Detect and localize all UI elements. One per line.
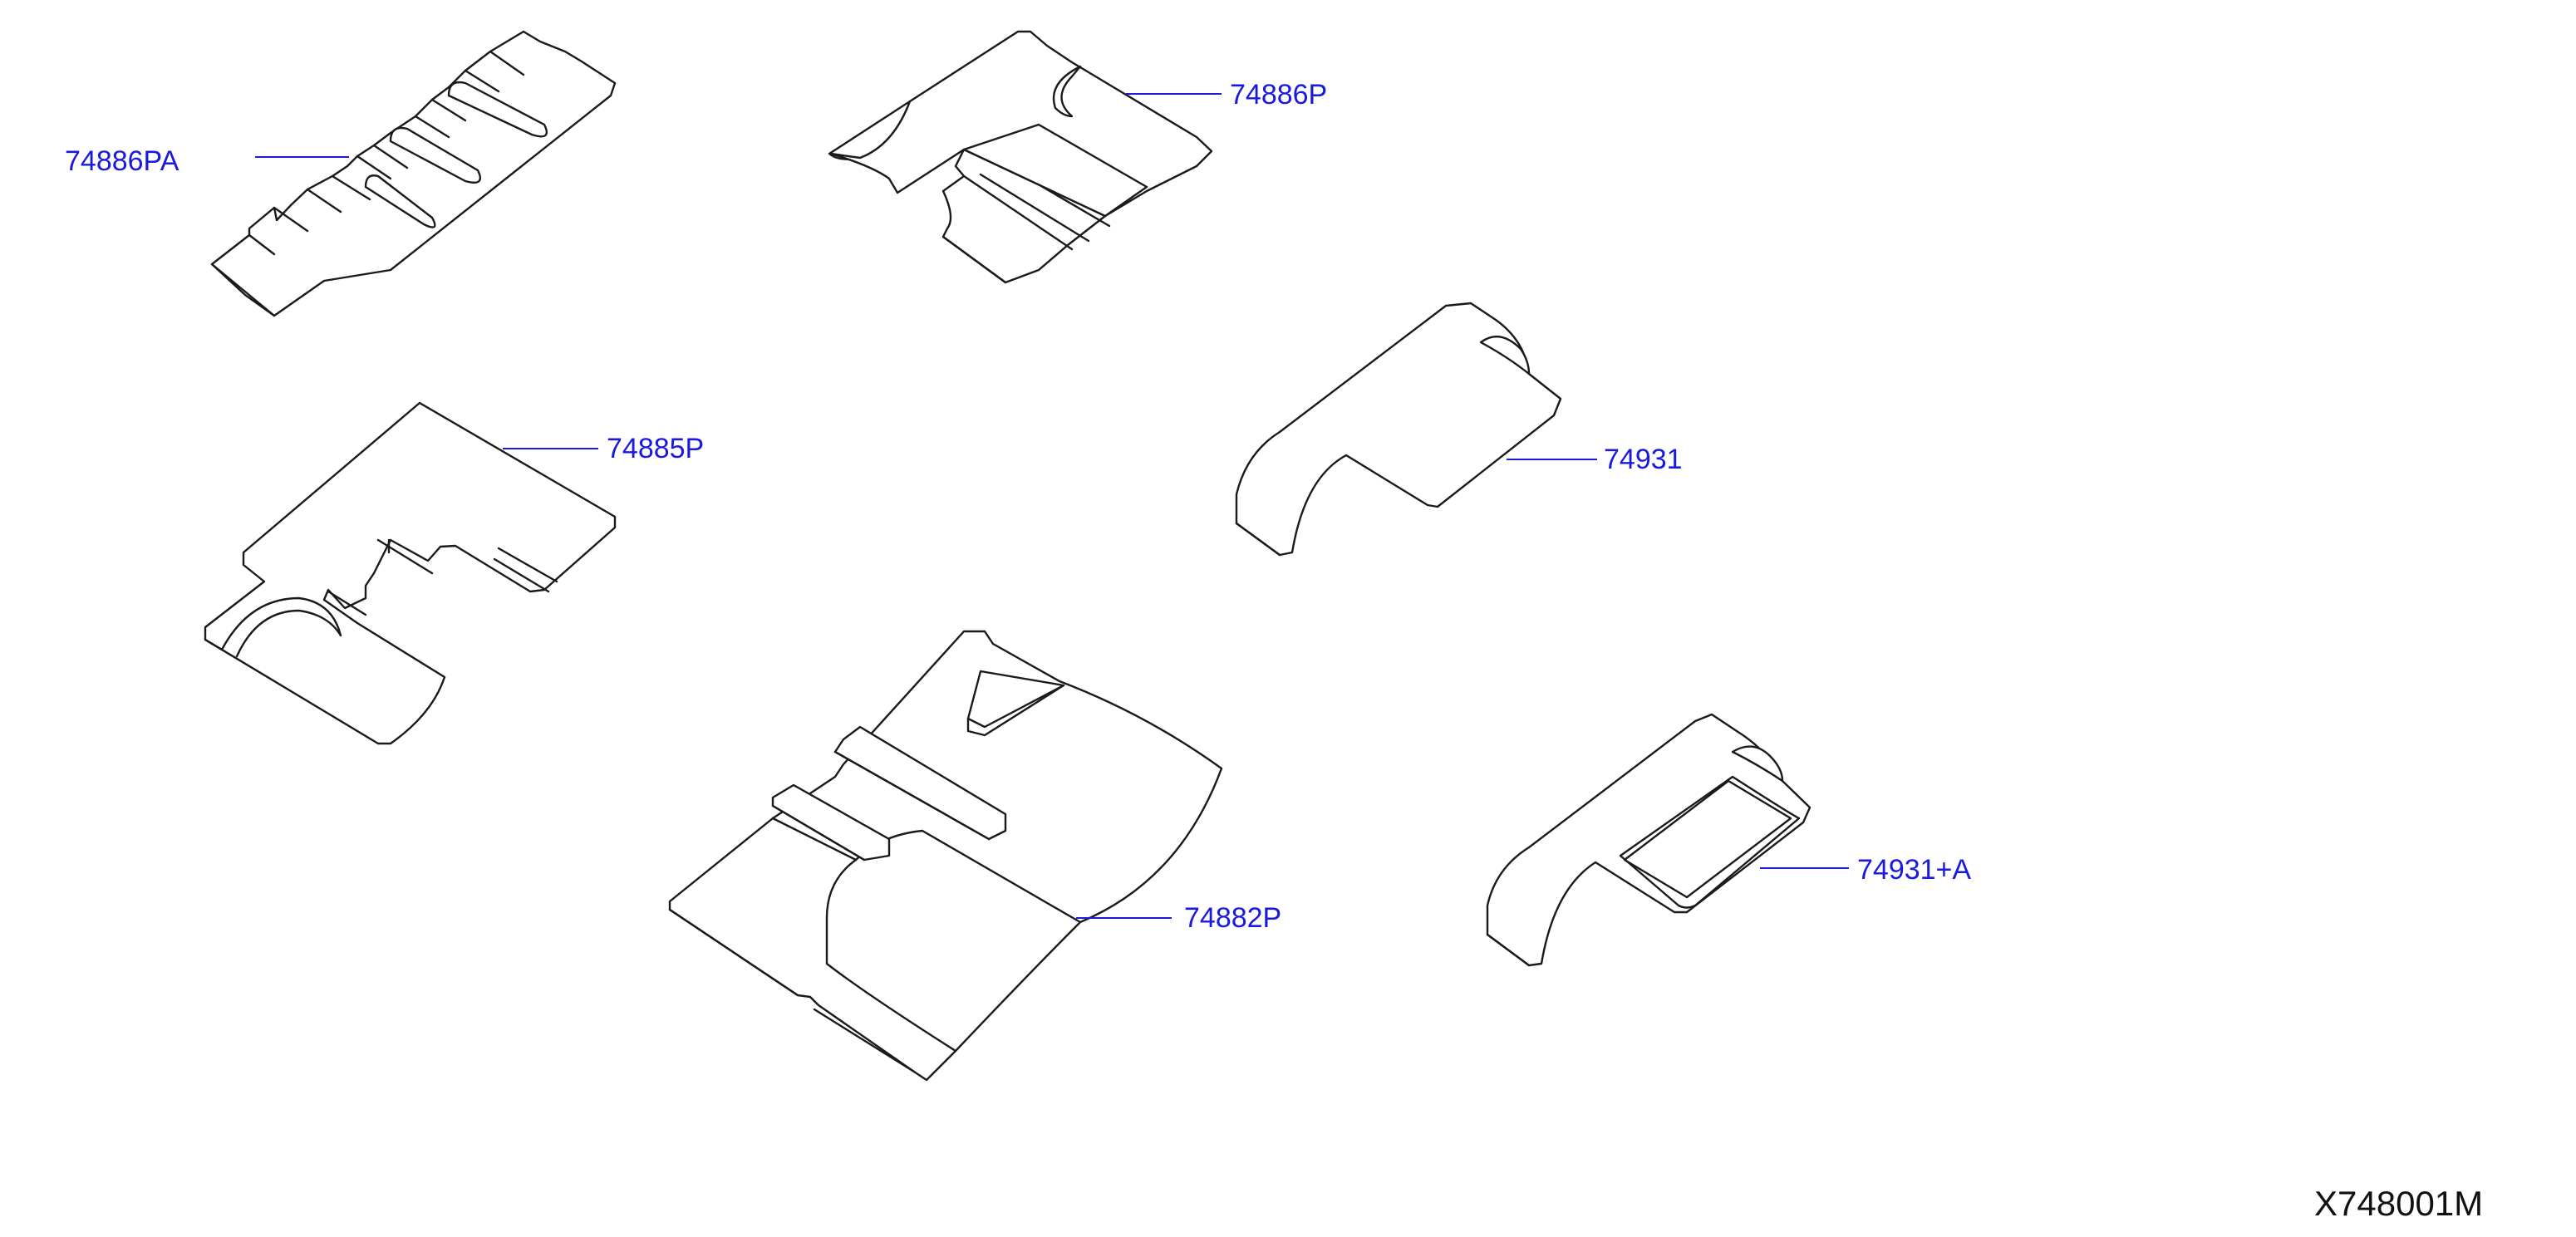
part-label-74885p[interactable]: 74885P [607, 433, 705, 464]
part-74885p-drawing[interactable] [204, 401, 617, 745]
part-label-74882p[interactable]: 74882P [1184, 902, 1282, 934]
part-74886pa-drawing[interactable] [210, 30, 617, 317]
part-74886p-drawing[interactable] [828, 30, 1222, 284]
part-label-74886p[interactable]: 74886P [1230, 79, 1328, 110]
part-label-74931[interactable]: 74931 [1604, 444, 1683, 475]
part-label-74886pa[interactable]: 74886PA [65, 145, 179, 177]
part-74882p-drawing[interactable] [668, 630, 1223, 1082]
part-label-74931a[interactable]: 74931+A [1857, 854, 1972, 886]
part-74931-drawing[interactable] [1235, 302, 1597, 557]
part-74931a-drawing[interactable] [1486, 713, 1849, 967]
diagram-code: X748001M [2314, 1184, 2484, 1223]
